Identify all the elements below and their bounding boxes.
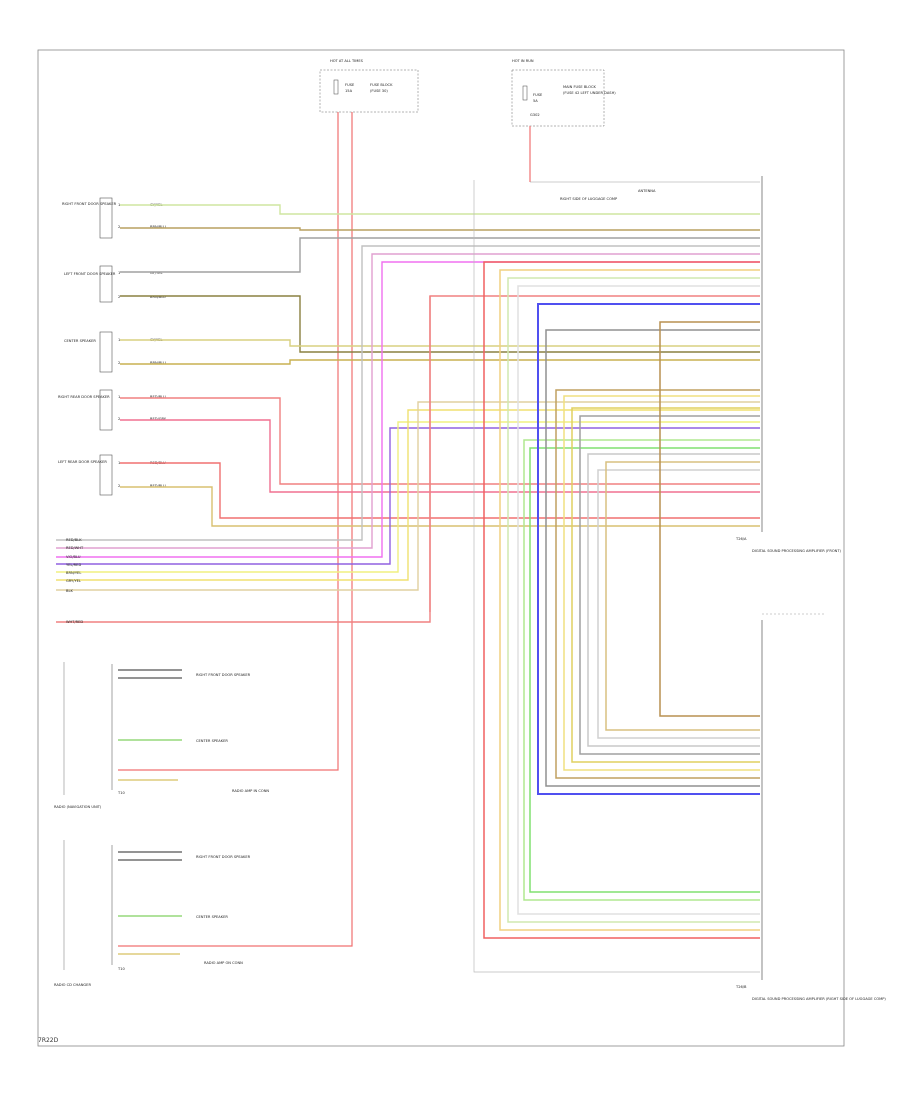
radio-note: RADIO AMP ON CONN xyxy=(204,961,243,965)
wire-label: BRN/BLU xyxy=(150,225,166,229)
connector-id: T10 xyxy=(117,791,125,795)
speaker-right-rear: RIGHT REAR DOOR SPEAKER 1 RED/BLU 2 RED/… xyxy=(58,389,167,431)
pin-no: 1 xyxy=(118,395,120,399)
radio-label: RADIO CD CHANGER xyxy=(54,983,91,987)
fuse-feed-wires xyxy=(118,112,760,947)
speaker-label: RIGHT REAR DOOR SPEAKER xyxy=(58,395,110,399)
fuse-icon xyxy=(333,79,339,95)
radio-note: CENTER SPEAKER xyxy=(196,739,228,743)
fuse-top-label: FUSE BLOCK xyxy=(370,83,393,87)
left-bus-labels: RED/BLK RED/WHT VIO/BLU YEL/RED BRN/YEL … xyxy=(66,538,84,624)
speaker-icon xyxy=(99,454,113,496)
antenna-label: ANTENNA xyxy=(638,189,656,193)
radio-unit-1: RIGHT FRONT DOOR SPEAKER CENTER SPEAKER … xyxy=(54,662,269,809)
page-number: 7R22D xyxy=(38,1037,59,1044)
speaker-label: CENTER SPEAKER xyxy=(64,339,96,343)
pin-no: 2 xyxy=(118,484,120,488)
fuse-top-rating: 15A xyxy=(345,89,353,93)
pin-no: 2 xyxy=(118,295,120,299)
wire-label: GY/YEL xyxy=(150,271,162,275)
wire-label: VIO/BLU xyxy=(66,555,81,559)
fuse-icon xyxy=(522,85,528,101)
amplifier-label: DIGITAL SOUND PROCESSING AMPLIFIER (RIGH… xyxy=(752,997,886,1001)
speaker-right-front: RIGHT FRONT DOOR SPEAKER 1 GY/YEL 2 BRN/… xyxy=(62,197,166,239)
speaker-icon xyxy=(99,197,113,239)
amplifier-connector-a: T26/A DIGITAL SOUND PROCESSING AMPLIFIER… xyxy=(560,176,842,553)
amplifier-label: DIGITAL SOUND PROCESSING AMPLIFIER (FRON… xyxy=(752,549,842,553)
fuse-right-header: HOT IN RUN xyxy=(512,59,534,63)
speaker-center: CENTER SPEAKER 1 GY/YEL 2 BRN/BLU xyxy=(64,331,166,373)
speaker-label: RIGHT FRONT DOOR SPEAKER xyxy=(62,202,117,206)
wire-label: RED/WHT xyxy=(66,546,84,550)
pin-no: 1 xyxy=(118,461,120,465)
speaker-icon xyxy=(99,265,113,303)
fuse-right-label: MAIN FUSE BLOCK xyxy=(563,85,597,89)
fuse-block-top: HOT AT ALL TIMES FUSE 15A FUSE BLOCK (FU… xyxy=(319,59,419,113)
wire-label: RED/GRY xyxy=(150,417,167,421)
amplifier-connector-b: T26/B DIGITAL SOUND PROCESSING AMPLIFIER… xyxy=(735,613,886,1001)
fuse-top-name: FUSE xyxy=(345,83,355,87)
speaker-label: LEFT REAR DOOR SPEAKER xyxy=(58,460,107,464)
wire-label: BRN/YEL xyxy=(66,571,81,575)
pin-no: 1 xyxy=(118,338,120,342)
pin-no: 1 xyxy=(118,271,120,275)
fuse-top-sublabel: (FUSE 30) xyxy=(370,89,388,93)
pin-no: 2 xyxy=(118,417,120,421)
fuse-block-right: HOT IN RUN FUSE 5A MAIN FUSE BLOCK (FUSE… xyxy=(511,59,616,127)
wire-label: BLK xyxy=(66,589,73,593)
connector-id: T10 xyxy=(117,967,125,971)
speaker-icon xyxy=(99,389,113,431)
radio-note: CENTER SPEAKER xyxy=(196,915,228,919)
wire-label: RED/BLU xyxy=(150,484,166,488)
center-vertical-bus xyxy=(473,180,760,973)
wire-label: RED/BLK xyxy=(66,538,82,542)
radio-note: RADIO AMP IN CONN xyxy=(232,789,269,793)
radio-note: RIGHT FRONT DOOR SPEAKER xyxy=(196,673,251,677)
wire-label: BRN/BLU xyxy=(150,295,166,299)
wire-label: YEL/RED xyxy=(66,563,81,567)
pin-no: 2 xyxy=(118,361,120,365)
speaker-label: LEFT FRONT DOOR SPEAKER xyxy=(64,272,116,276)
fuse-top-header: HOT AT ALL TIMES xyxy=(330,59,364,63)
pin-no: 1 xyxy=(118,203,120,207)
left-bus-wires xyxy=(56,245,760,623)
fuse-right-ground: G302 xyxy=(530,113,540,117)
speaker-left-front: LEFT FRONT DOOR SPEAKER 1 GY/YEL 2 BRN/B… xyxy=(64,265,166,303)
speaker-left-rear: LEFT REAR DOOR SPEAKER 1 RED/BLU 2 RED/B… xyxy=(58,454,166,496)
speaker-wires xyxy=(120,204,760,527)
fuse-right-name: FUSE xyxy=(533,93,543,97)
pin-no: 2 xyxy=(118,225,120,229)
wire-label: RED/BLU xyxy=(150,395,166,399)
fuse-right-sublabel: (FUSE 42 LEFT UNDER DASH) xyxy=(563,91,616,95)
speakers: RIGHT FRONT DOOR SPEAKER 1 GY/YEL 2 BRN/… xyxy=(58,197,167,496)
diagram-frame xyxy=(37,49,845,1047)
antenna-signal: RIGHT SIDE OF LUGGAGE COMP xyxy=(560,197,618,201)
wire-label: GRY/YEL xyxy=(66,579,81,583)
speaker-icon xyxy=(99,331,113,373)
radio-label: RADIO (NAVIGATION UNIT) xyxy=(54,805,102,809)
radio-unit-2: RIGHT FRONT DOOR SPEAKER CENTER SPEAKER … xyxy=(54,840,251,987)
connector-id: T26/B xyxy=(735,985,747,989)
connector-id: T26/A xyxy=(735,537,747,541)
wire-label: BRN/BLU xyxy=(150,361,166,365)
fuse-right-rating: 5A xyxy=(533,99,538,103)
radio-note: RIGHT FRONT DOOR SPEAKER xyxy=(196,855,251,859)
wire-label: WHT/RED xyxy=(66,620,83,624)
